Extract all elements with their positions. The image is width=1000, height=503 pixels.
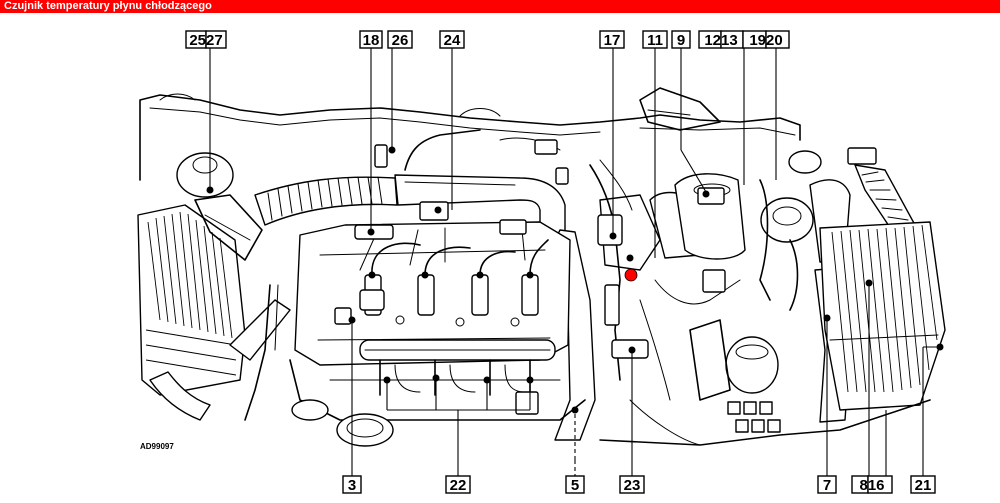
callout-21: 21 (910, 475, 936, 494)
callout-dots (206, 146, 944, 414)
svg-text:3: 3 (348, 477, 356, 494)
svg-text:18: 18 (363, 32, 380, 49)
svg-text:23: 23 (624, 477, 641, 494)
coolant-temp-sensor-marker (624, 268, 638, 282)
callout-22: 22 (445, 475, 471, 494)
svg-text:9: 9 (677, 32, 685, 49)
callout-labels: 2527 18 26 24 17 11 9 1213 (185, 30, 936, 494)
svg-text:17: 17 (604, 32, 621, 49)
injectors (359, 224, 549, 316)
callout-18: 18 (359, 30, 383, 49)
airbox-hatch (145, 211, 237, 376)
callout-1213: 1213 (698, 30, 744, 49)
callout-24: 24 (439, 30, 465, 49)
callout-816: 816 (851, 475, 893, 494)
callout-1920: 1920 (742, 30, 790, 49)
leader-lines (209, 47, 940, 460)
svg-text:816: 816 (859, 477, 884, 494)
svg-text:21: 21 (915, 477, 932, 494)
callout-23: 23 (619, 475, 645, 494)
svg-text:24: 24 (444, 32, 461, 49)
callout-17: 17 (599, 30, 625, 49)
battery-hatch (831, 224, 938, 393)
window-title: Czujnik temperatury płynu chłodzącego (0, 0, 1000, 13)
callout-2527: 2527 (185, 30, 227, 49)
svg-text:1213: 1213 (704, 32, 737, 49)
callout-11: 11 (642, 30, 668, 49)
drawing-code: AD99097 (140, 442, 174, 451)
svg-text:7: 7 (823, 477, 831, 494)
svg-text:2527: 2527 (189, 32, 222, 49)
engine-drawing (137, 87, 946, 447)
hose-ribs (267, 176, 383, 221)
svg-text:1920: 1920 (749, 32, 782, 49)
svg-text:11: 11 (647, 32, 663, 49)
callout-5: 5 (565, 475, 585, 494)
svg-text:22: 22 (450, 477, 467, 494)
callout-7: 7 (817, 475, 837, 494)
svg-text:26: 26 (392, 32, 409, 49)
callout-26: 26 (387, 30, 413, 49)
svg-text:5: 5 (571, 477, 579, 494)
callout-3: 3 (342, 475, 362, 494)
callout-9: 9 (671, 30, 691, 49)
fuse-blocks (727, 401, 781, 433)
